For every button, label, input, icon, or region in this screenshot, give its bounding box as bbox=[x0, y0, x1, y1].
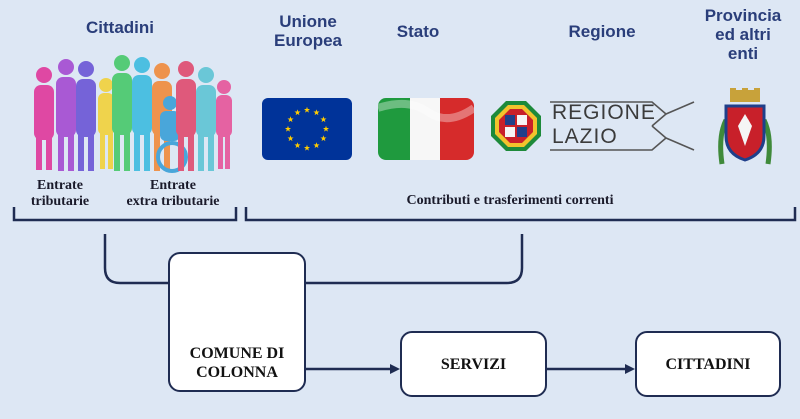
people-group-icon bbox=[34, 55, 232, 173]
eu-star bbox=[287, 116, 294, 123]
entrate-extra-tributarie-label: Entrate extra tributarie bbox=[126, 178, 220, 209]
header-regione: Regione bbox=[568, 22, 636, 41]
regione-lazio-logo: REGIONE LAZIO bbox=[552, 101, 656, 149]
province-crest-icon bbox=[718, 88, 772, 165]
servizi-label: SERVIZI bbox=[440, 355, 507, 373]
eu-star bbox=[303, 106, 311, 113]
eu-star bbox=[320, 116, 327, 123]
header-cittadini: Cittadini bbox=[86, 18, 154, 37]
eu-star bbox=[294, 142, 301, 149]
header-stato: Stato bbox=[396, 22, 440, 41]
eu-star bbox=[313, 142, 320, 149]
eu-star bbox=[313, 109, 320, 116]
cittadini-box: CITTADINI bbox=[635, 331, 781, 397]
regione-logo-line1: REGIONE bbox=[552, 101, 656, 124]
eu-star bbox=[303, 144, 311, 151]
servizi-box: SERVIZI bbox=[400, 331, 547, 397]
eu-star bbox=[287, 135, 294, 142]
italy-flag-icon bbox=[378, 98, 474, 160]
eu-star bbox=[294, 109, 301, 116]
regione-logo-line2: LAZIO bbox=[552, 125, 618, 148]
eu-star bbox=[284, 125, 292, 132]
lazio-emblem-icon bbox=[491, 101, 541, 151]
header-provincia: Provincia ed altri enti bbox=[704, 6, 782, 63]
eu-star bbox=[322, 125, 330, 132]
eu-star bbox=[320, 135, 327, 142]
eu-flag-icon bbox=[262, 98, 352, 160]
entrate-tributarie-label: Entrate tributarie bbox=[30, 178, 90, 209]
contributi-label: Contributi e trasferimenti correnti bbox=[406, 193, 614, 208]
regione-logo-lines bbox=[550, 101, 695, 151]
cittadini-label: CITTADINI bbox=[665, 355, 751, 373]
header-unione-europea: Unione Europea bbox=[273, 12, 343, 50]
comune-label: COMUNE DI COLONNA bbox=[189, 345, 285, 381]
comune-box: COMUNE DI COLONNA bbox=[168, 252, 306, 392]
